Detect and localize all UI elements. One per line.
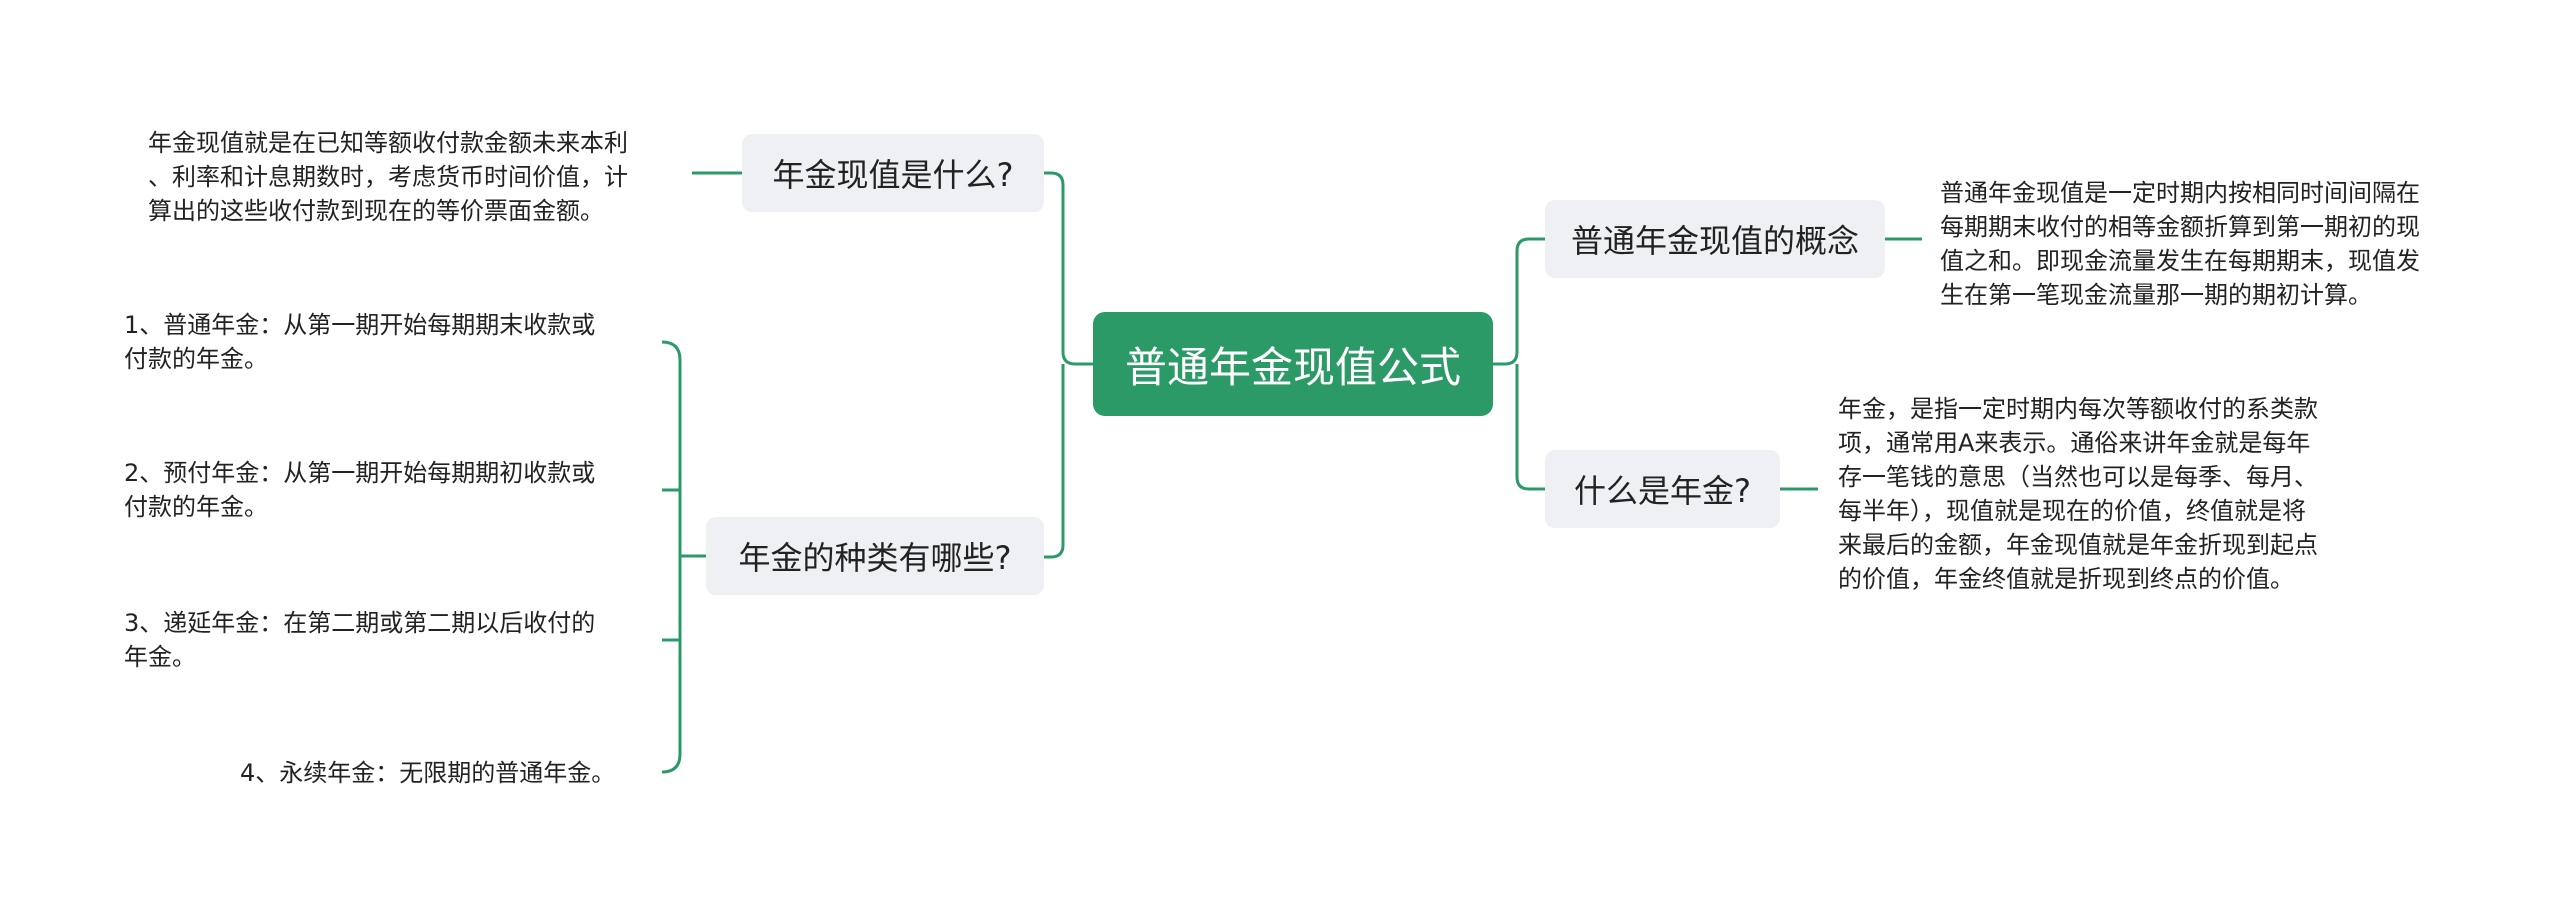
leaf-line: 年金现值就是在已知等额收付款金额未来本利	[148, 129, 628, 157]
topic-pv-concept[interactable]: 普通年金现值的概念	[1545, 200, 1885, 278]
leaf-line: 来最后的金额，年金现值就是年金折现到起点	[1838, 531, 2318, 559]
topic-what-is-pv[interactable]: 年金现值是什么?	[742, 134, 1044, 212]
topic-label: 普通年金现值的概念	[1570, 222, 1859, 260]
leaf-line: 2、预付年金：从第一期开始每期期初收款或	[124, 459, 596, 487]
leaf-line: 年金，是指一定时期内每次等额收付的系类款	[1838, 395, 2318, 423]
link-types-bracket	[661, 340, 682, 774]
leaf-line: 存一笔钱的意思（当然也可以是每季、每月、	[1838, 463, 2318, 491]
leaf-line: 项，通常用A来表示。通俗来讲年金就是每年	[1838, 429, 2311, 457]
leaf-line: 付款的年金。	[124, 345, 268, 373]
leaf-line: 年金。	[124, 643, 196, 671]
leaf-type-deferred[interactable]: 3、递延年金：在第二期或第二期以后收付的 年金。	[124, 606, 595, 674]
leaf-line: 3、递延年金：在第二期或第二期以后收付的	[124, 609, 596, 637]
leaf-type-perpetual[interactable]: 4、永续年金：无限期的普通年金。	[240, 756, 615, 790]
leaf-concept-definition[interactable]: 普通年金现值是一定时期内按相同时间间隔在 每期期末收付的相等金额折算到第一期初的…	[1940, 176, 2420, 312]
root-node[interactable]: 普通年金现值公式	[1093, 312, 1493, 416]
leaf-line: 付款的年金。	[124, 493, 268, 521]
link-root-annuity	[1515, 364, 1545, 491]
leaf-line: 、利率和计息期数时，考虑货币时间价值，计	[148, 163, 628, 191]
link-root-concept	[1493, 237, 1545, 366]
leaf-line: 每半年），现值就是现在的价值，终值就是将	[1838, 497, 2306, 525]
leaf-pv-definition[interactable]: 年金现值就是在已知等额收付款金额未来本利 、利率和计息期数时，考虑货币时间价值，…	[148, 126, 628, 228]
topic-label: 年金的种类有哪些?	[738, 539, 1012, 577]
leaf-type-ordinary[interactable]: 1、普通年金：从第一期开始每期期末收款或 付款的年金。	[124, 308, 595, 376]
topic-what-is-annuity[interactable]: 什么是年金?	[1545, 450, 1780, 528]
leaf-line: 4、永续年金：无限期的普通年金。	[240, 759, 616, 787]
leaf-line: 生在第一笔现金流量那一期的期初计算。	[1940, 281, 2372, 309]
link-root-types	[1044, 364, 1065, 559]
leaf-line: 的价值，年金终值就是折现到终点的价值。	[1838, 565, 2294, 593]
leaf-line: 算出的这些收付款到现在的等价票面金额。	[148, 197, 604, 225]
leaf-line: 普通年金现值是一定时期内按相同时间间隔在	[1940, 179, 2420, 207]
root-label: 普通年金现值公式	[1124, 342, 1461, 392]
topic-label: 年金现值是什么?	[772, 156, 1014, 194]
leaf-line: 1、普通年金：从第一期开始每期期末收款或	[124, 311, 596, 339]
leaf-type-prepaid[interactable]: 2、预付年金：从第一期开始每期期初收款或 付款的年金。	[124, 456, 595, 524]
leaf-annuity-definition[interactable]: 年金，是指一定时期内每次等额收付的系类款 项，通常用A来表示。通俗来讲年金就是每…	[1838, 392, 2318, 596]
leaf-line: 值之和。即现金流量发生在每期期末，现值发	[1940, 247, 2420, 275]
link-root-what-pv	[1044, 171, 1093, 366]
leaf-line: 每期期末收付的相等金额折算到第一期初的现	[1940, 213, 2420, 241]
topic-label: 什么是年金?	[1574, 472, 1751, 510]
topic-annuity-types[interactable]: 年金的种类有哪些?	[706, 517, 1044, 595]
